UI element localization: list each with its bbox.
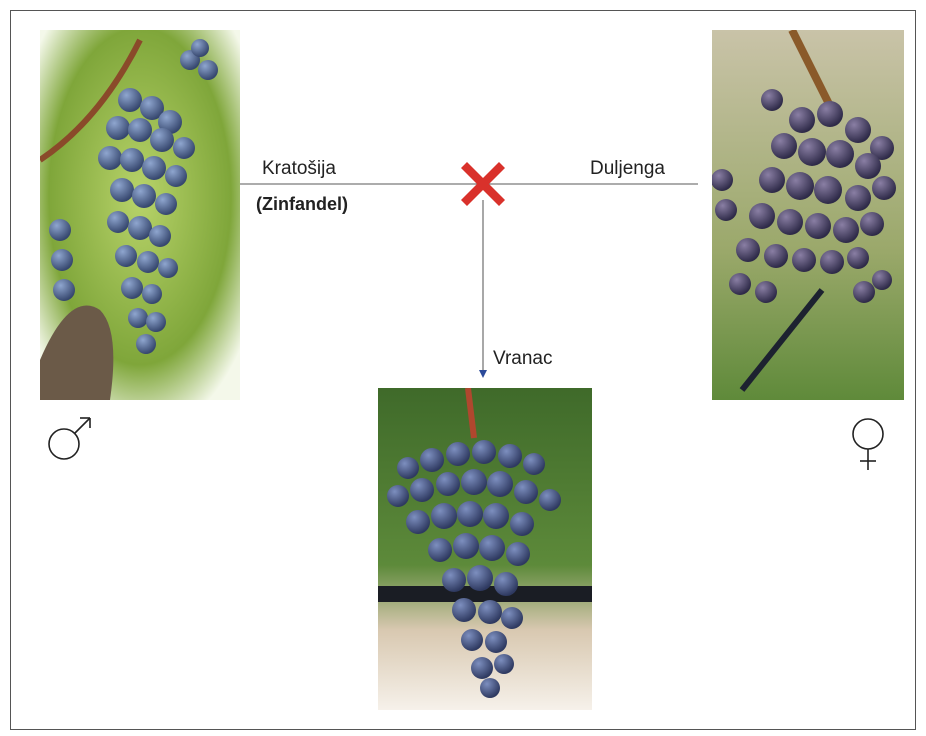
vranac-grape-photo — [378, 388, 592, 710]
duljenga-grape-photo — [712, 30, 904, 400]
female-symbol-icon — [846, 414, 890, 474]
female-parent-name: Duljenga — [590, 158, 665, 180]
descent-arrowhead — [479, 370, 487, 378]
offspring-name: Vranac — [493, 348, 553, 370]
male-parent-alias: (Zinfandel) — [256, 194, 348, 215]
male-symbol-icon — [44, 414, 94, 464]
kratosija-grape-photo — [40, 30, 240, 400]
male-parent-name: Kratošija — [262, 158, 336, 180]
